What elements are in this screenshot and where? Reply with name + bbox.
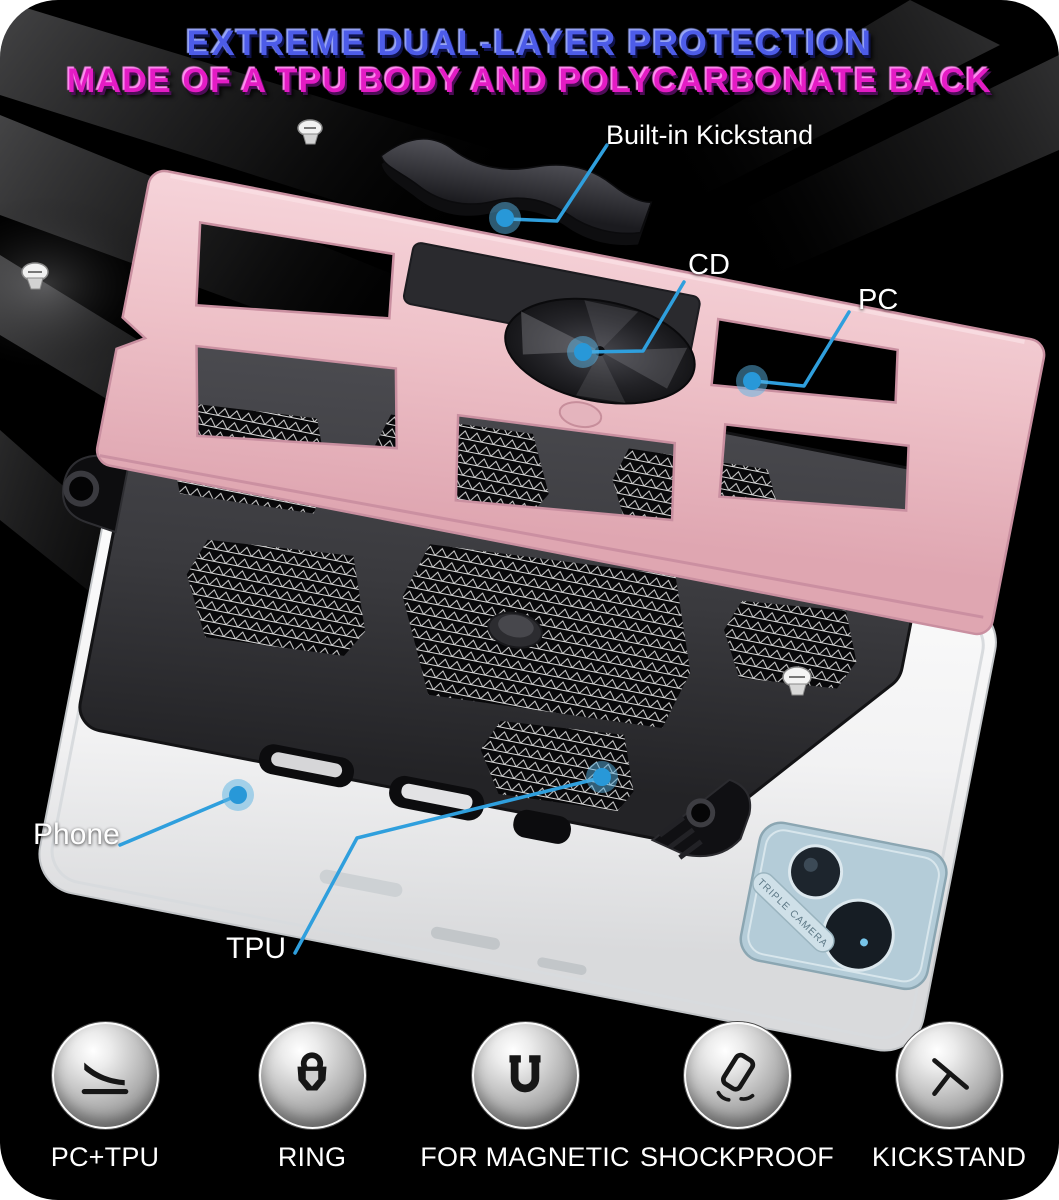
screw-plate xyxy=(782,666,812,696)
callout-lines xyxy=(118,143,851,955)
callout-line-tpu xyxy=(293,776,602,955)
label-pc: PC xyxy=(858,284,899,316)
kickstand-plate xyxy=(380,138,653,246)
corner-bumper-bottom-right xyxy=(650,778,752,860)
feature-row: PC+TPU RING FOR MAGNETIC xyxy=(0,1022,1059,1192)
feature-ring: RING xyxy=(212,1022,412,1173)
screw-left xyxy=(21,262,49,290)
callout-dot-phone xyxy=(222,779,254,811)
callout-dot-kickstand xyxy=(489,202,521,234)
callout-line-pc xyxy=(752,310,851,388)
callout-line-phone xyxy=(118,794,238,847)
case-side-buttons xyxy=(258,744,572,844)
headline-line2: MADE OF A TPU BODY AND POLYCARBONATE BAC… xyxy=(66,62,993,100)
callout-dot-tpu xyxy=(586,761,618,793)
callout-line-kickstand xyxy=(505,143,609,223)
shockproof-icon xyxy=(716,1052,756,1102)
label-phone: Phone xyxy=(33,818,120,851)
pc-back-plate xyxy=(95,169,1046,636)
feature-shockproof: SHOCKPROOF xyxy=(637,1022,837,1173)
feature-label: PC+TPU xyxy=(50,1142,160,1172)
headline-line1: EXTREME DUAL-LAYER PROTECTION xyxy=(186,24,873,63)
layers-icon xyxy=(81,1062,129,1094)
label-built-in-kickstand: Built-in Kickstand xyxy=(606,120,814,150)
feature-badge xyxy=(895,1022,1003,1129)
feature-badge xyxy=(258,1022,366,1129)
callout-dot-cd xyxy=(567,336,599,368)
feature-badge xyxy=(683,1022,791,1129)
callout-line-cd xyxy=(583,280,686,354)
camera-module: TRIPLE CAMERA xyxy=(739,821,948,991)
feature-label: KICKSTAND xyxy=(871,1142,1027,1172)
callout-dot-pc xyxy=(736,365,768,397)
feature-badge xyxy=(471,1022,579,1129)
callout-dots xyxy=(222,202,768,811)
feature-kickstand: KICKSTAND xyxy=(849,1022,1049,1173)
feature-label: RING xyxy=(277,1142,347,1172)
label-cd: CD xyxy=(688,249,730,281)
screw-top xyxy=(297,119,323,145)
feature-pc-tpu: PC+TPU xyxy=(5,1022,205,1173)
magnet-icon xyxy=(509,1054,541,1092)
label-tpu: TPU xyxy=(226,932,286,965)
ring-icon xyxy=(297,1051,327,1091)
feature-label: FOR MAGNETIC xyxy=(420,1142,630,1172)
feature-badge xyxy=(51,1022,159,1129)
feature-label: SHOCKPROOF xyxy=(639,1142,835,1172)
corner-bumper-left xyxy=(61,454,131,534)
feature-magnetic: FOR MAGNETIC xyxy=(420,1022,630,1173)
kickstand-icon xyxy=(932,1057,969,1096)
